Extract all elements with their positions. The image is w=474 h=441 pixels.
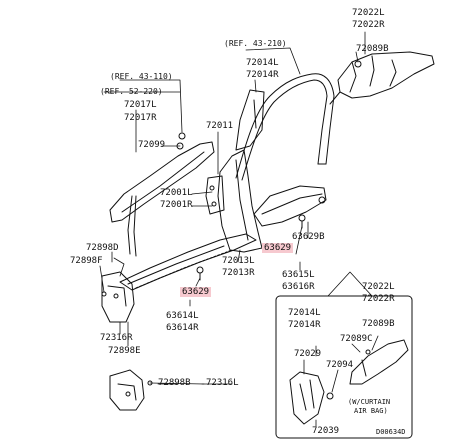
leader-lines xyxy=(99,31,366,385)
inset-part-label-72029: 72029 xyxy=(294,349,322,359)
reference-label-52-220: (REF. 52-220) xyxy=(100,87,163,96)
part-label-72898f: 72898F xyxy=(70,256,103,266)
part-label-72898b: 72898B xyxy=(158,378,191,388)
inset-pillar-trim-part xyxy=(289,371,334,425)
clip-fastener xyxy=(318,196,326,204)
part-label-63615l: 63615L xyxy=(282,270,315,280)
center-pillar-trim-part xyxy=(205,149,263,253)
part-label-72001r: 72001R xyxy=(160,200,193,210)
inset-part-label-72014r: 72014R xyxy=(288,320,321,330)
front-pillar-trim-part xyxy=(109,141,215,257)
inset-note-line-1: (W/CURTAIN xyxy=(348,398,391,406)
diagram-code: D00634D xyxy=(376,428,406,436)
part-label-72316l: 72316L xyxy=(206,378,239,388)
reference-label-43-110: (REF. 43-110) xyxy=(110,72,173,81)
part-label-72014r: 72014R xyxy=(246,70,279,80)
clip-fastener xyxy=(178,132,186,140)
inset-roof-trim-part xyxy=(349,339,409,385)
reference-label-43-210: (REF. 43-210) xyxy=(224,39,287,48)
inset-leader-lines xyxy=(303,335,379,427)
part-label-72014l: 72014L xyxy=(246,58,279,68)
part-label-72022l: 72022L xyxy=(352,8,385,18)
part-label-72017l: 72017L xyxy=(124,100,157,110)
part-label-63614l: 63614L xyxy=(166,311,199,321)
part-label-72011: 72011 xyxy=(206,121,234,131)
part-label-63616r: 63616R xyxy=(282,282,315,292)
part-label-63614r: 63614R xyxy=(166,323,199,333)
part-label-63629-highlighted-left: 63629 xyxy=(180,287,212,297)
part-label-72017r: 72017R xyxy=(124,113,157,123)
part-label-72013r: 72013R xyxy=(222,268,255,278)
part-label-72089b: 72089B xyxy=(356,44,389,54)
part-label-63629-highlighted-right: 63629 xyxy=(262,243,294,253)
cowl-side-trim-left-part xyxy=(109,369,153,411)
inset-part-label-72022r: 72022R xyxy=(362,294,395,304)
inset-part-label-72039: 72039 xyxy=(312,426,340,436)
part-label-72898d: 72898D xyxy=(86,243,119,253)
inset-part-label-72014l: 72014L xyxy=(288,308,321,318)
part-label-72316r: 72316R xyxy=(100,333,133,343)
curtain-airbag-inset-frame xyxy=(275,295,413,439)
part-label-72898e: 72898E xyxy=(108,346,141,356)
inset-part-label-72089b: 72089B xyxy=(362,319,395,329)
roof-side-trim-part xyxy=(329,51,435,105)
inset-part-label-72089c: 72089C xyxy=(340,334,373,344)
center-pillar-upper-part xyxy=(235,89,265,151)
part-label-72013l: 72013L xyxy=(222,256,255,266)
inset-part-label-72022l: 72022L xyxy=(362,282,395,292)
part-label-63629b: 63629B xyxy=(292,232,325,242)
inset-note-line-2: AIR BAG) xyxy=(354,407,388,415)
inset-part-label-72094: 72094 xyxy=(326,360,354,370)
rear-pillar-trim-part xyxy=(253,185,327,229)
inset-pointer xyxy=(327,271,373,297)
cowl-side-trim-right-part xyxy=(101,271,135,323)
part-label-72001l: 72001L xyxy=(160,188,193,198)
part-label-72099: 72099 xyxy=(138,140,166,150)
part-label-72022r: 72022R xyxy=(352,20,385,30)
